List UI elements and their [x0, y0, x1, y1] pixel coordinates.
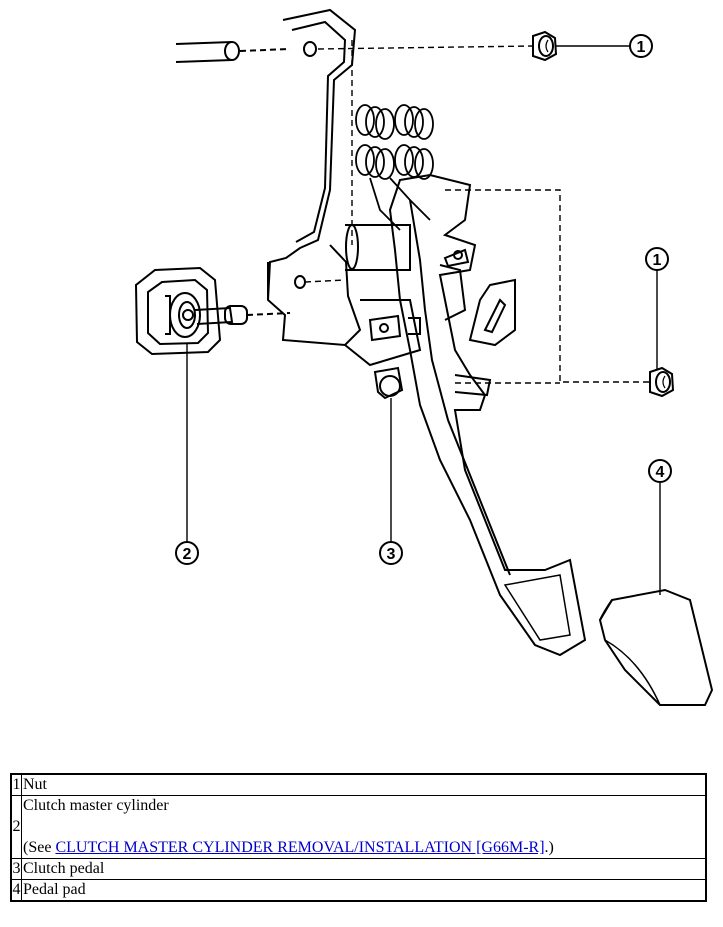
callout-pedal-pad: 4 — [648, 459, 672, 483]
callout-nut-right-label: 1 — [653, 252, 662, 269]
legend-row: 4 Pedal pad — [10, 879, 707, 902]
callout-clutch-pedal-label: 3 — [387, 546, 396, 563]
legend-spacer — [23, 816, 704, 838]
legend-number: 4 — [10, 879, 22, 902]
nut-right — [649, 366, 675, 398]
legend-row: 2 Clutch master cylinder (See CLUTCH MAS… — [10, 795, 707, 859]
legend-cell: Clutch master cylinder (See CLUTCH MASTE… — [21, 795, 707, 859]
parts-legend-table: 1 Nut 2 Clutch master cylinder (See CLUT… — [10, 773, 707, 902]
exploded-view-diagram: 1 1 2 3 4 — [134, 8, 714, 706]
callout-pedal-pad-label: 4 — [656, 464, 665, 481]
callout-nut-top-label: 1 — [637, 39, 646, 56]
see-prefix: (See — [23, 839, 56, 856]
pedal-stopper — [373, 366, 404, 400]
master-cylinder — [134, 266, 291, 356]
callout-nut-top: 1 — [629, 34, 653, 58]
callout-master-cylinder-label: 2 — [183, 546, 192, 563]
legend-text: Clutch pedal — [21, 858, 707, 880]
legend-see-reference: (See CLUTCH MASTER CYLINDER REMOVAL/INST… — [23, 838, 704, 858]
pedal-bracket — [266, 8, 422, 367]
pushrod — [175, 41, 291, 63]
master-cylinder-procedure-link[interactable]: CLUTCH MASTER CYLINDER REMOVAL/INSTALLAT… — [55, 839, 545, 856]
nut-top — [532, 30, 558, 62]
legend-row: 1 Nut — [10, 773, 707, 796]
pedal-pad — [598, 588, 714, 706]
legend-row: 3 Clutch pedal — [10, 858, 707, 880]
leader-lines — [186, 45, 661, 595]
see-suffix: .) — [544, 839, 554, 856]
legend-number: 1 — [10, 773, 22, 796]
clutch-pedal-arm — [388, 173, 587, 657]
callout-nut-right: 1 — [645, 247, 669, 271]
legend-number: 2 — [10, 795, 22, 859]
alignment-lines — [304, 40, 650, 384]
legend-text: Pedal pad — [21, 879, 707, 902]
legend-number: 3 — [10, 858, 22, 880]
return-springs — [355, 104, 434, 231]
callout-master-cylinder: 2 — [175, 541, 199, 565]
legend-text: Clutch master cylinder — [23, 797, 169, 814]
callout-clutch-pedal: 3 — [379, 541, 403, 565]
legend-text: Nut — [21, 773, 707, 796]
